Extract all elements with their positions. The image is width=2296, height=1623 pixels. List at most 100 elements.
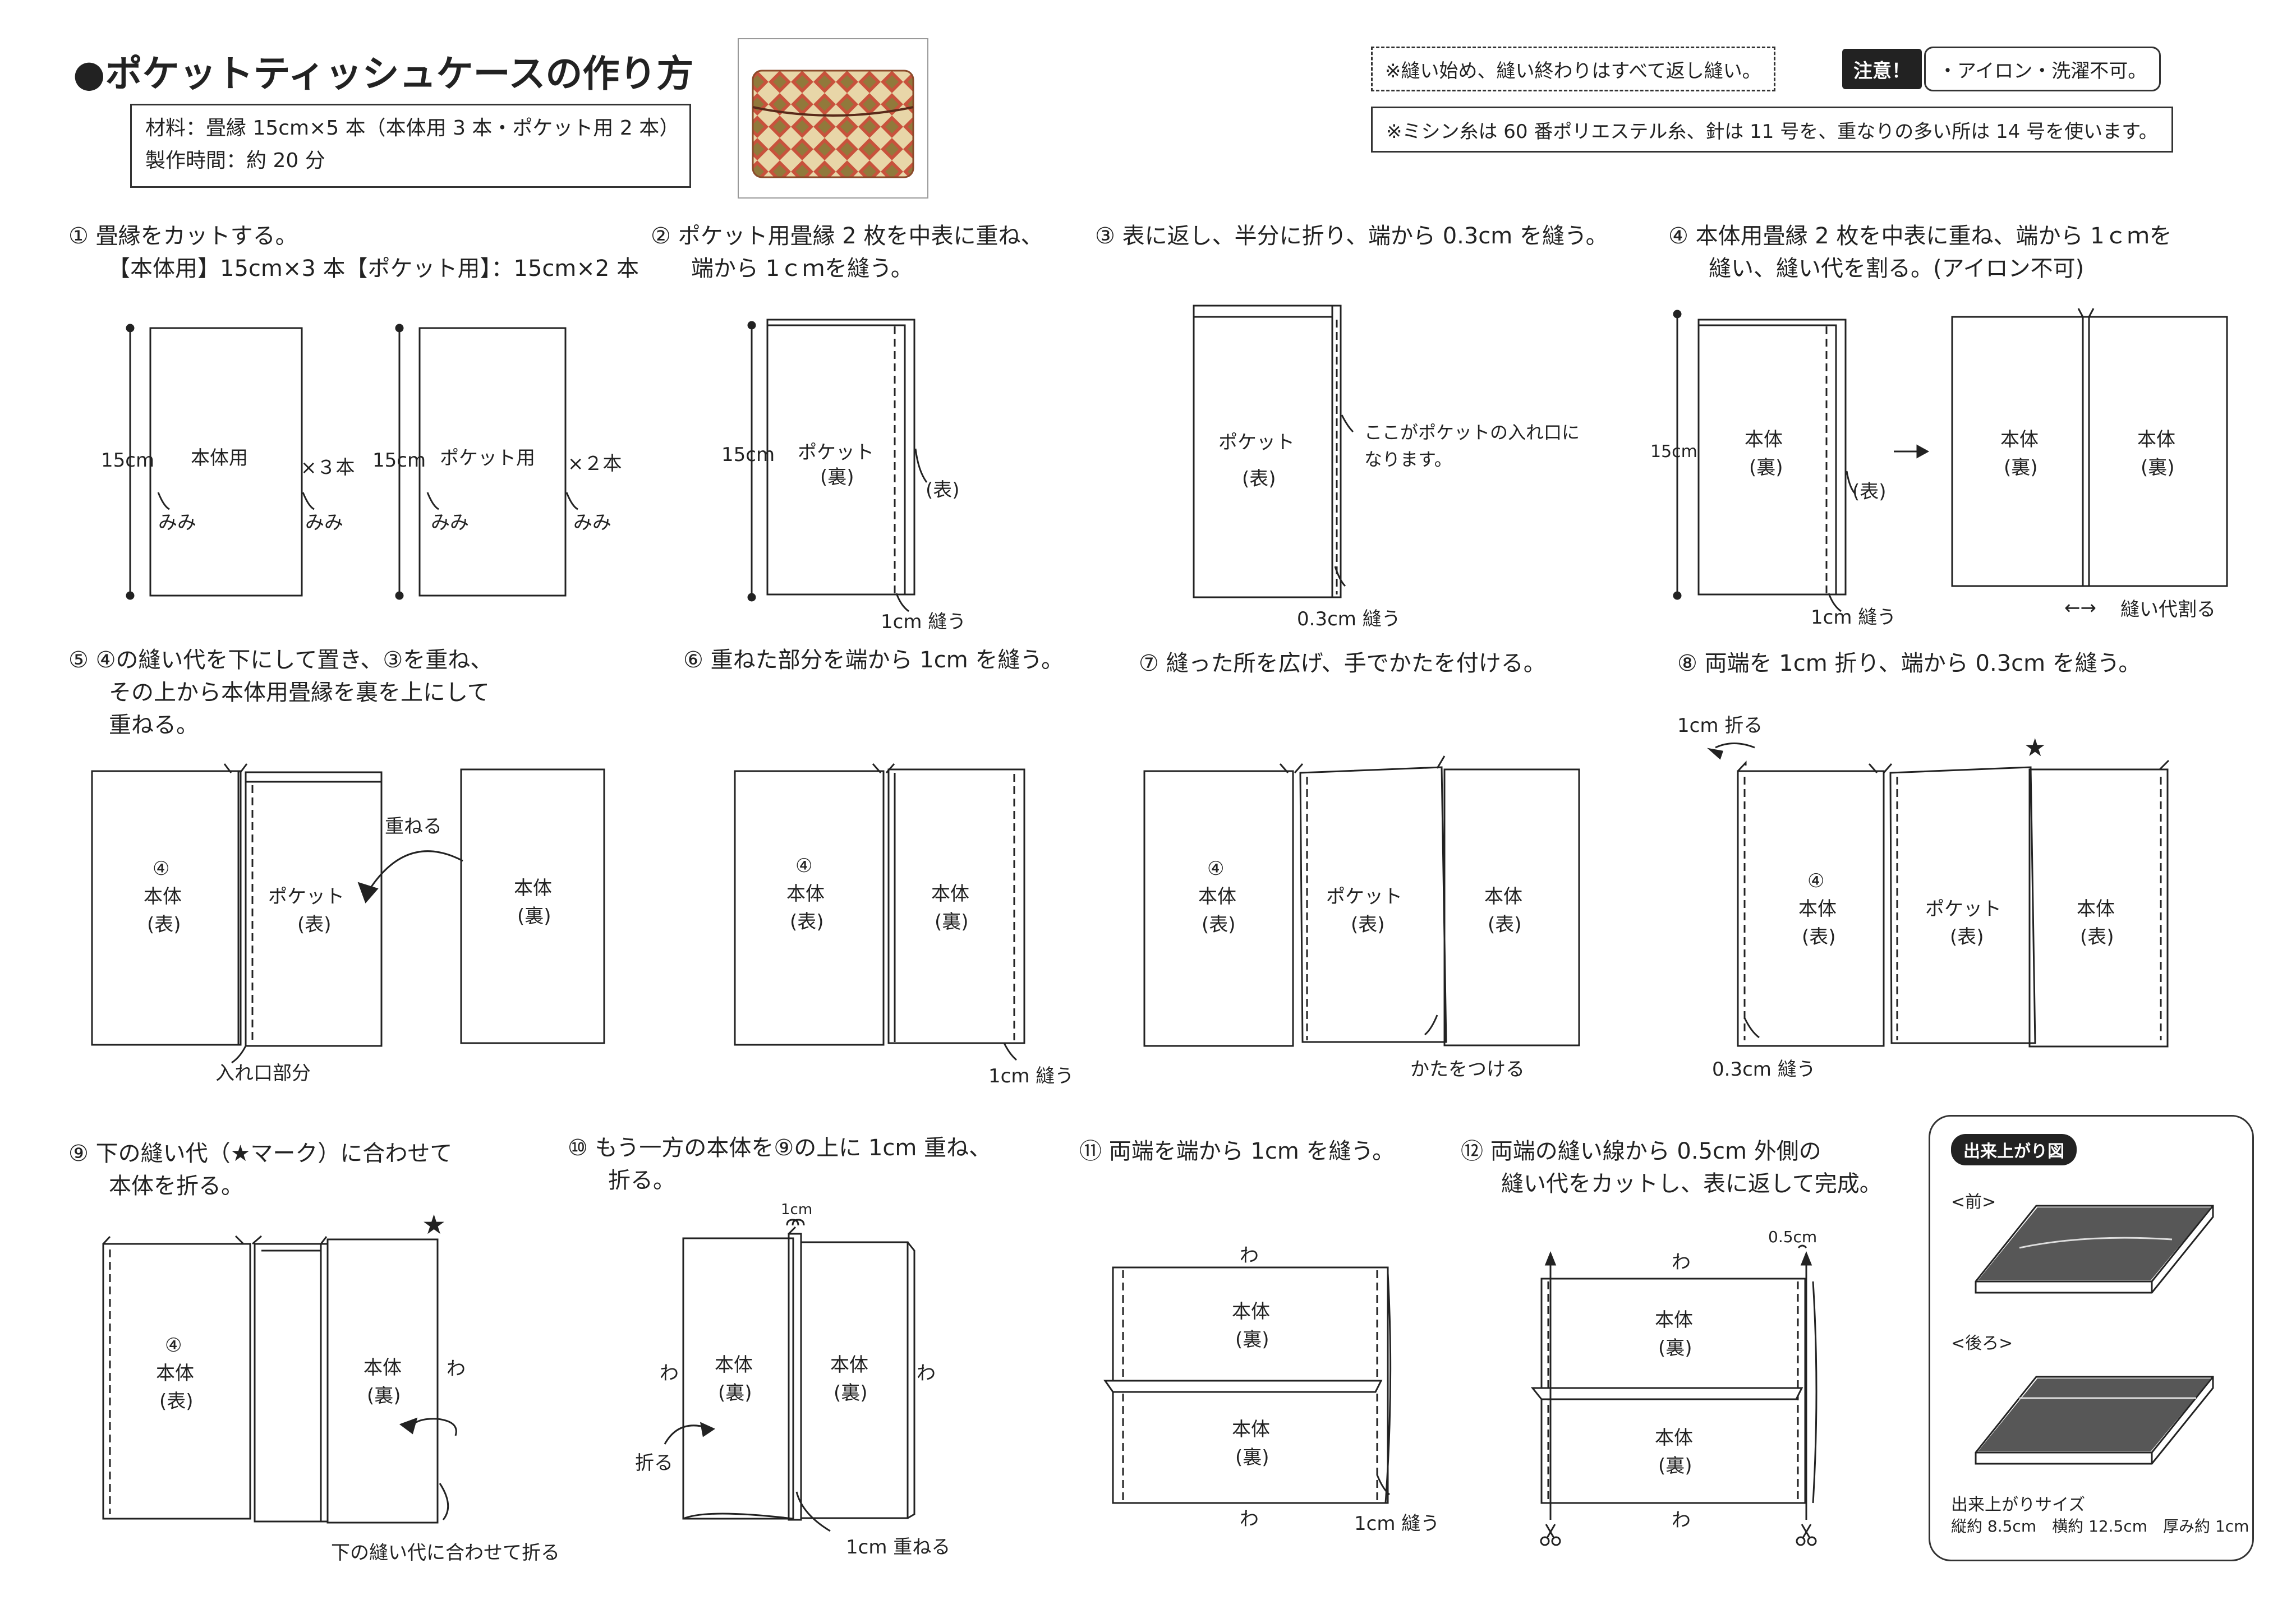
- label-wa-11a: わ: [1240, 1244, 1259, 1267]
- step-5-diagram: [91, 763, 605, 1064]
- label-ura-11a: (裏): [1235, 1329, 1269, 1351]
- label-circ4-6: ④: [795, 855, 812, 877]
- label-omote-7a: (表): [1202, 914, 1236, 936]
- label-circ4-8: ④: [1807, 870, 1824, 892]
- step-10-diagram: [664, 1219, 915, 1532]
- label-hontai-4b: 本体: [2000, 428, 2039, 451]
- label-pocket-8: ポケット: [1925, 898, 2001, 920]
- label-omote-2: (表): [926, 479, 960, 501]
- label-circ4-9: ④: [165, 1334, 182, 1357]
- label-hontai-12a: 本体: [1655, 1309, 1693, 1331]
- label-entry-2: なります。: [1364, 449, 1452, 470]
- step-10-text: ⑩ もう一方の本体を⑨の上に 1cm 重ね、折る。: [568, 1135, 992, 1193]
- label-omote-6: (表): [790, 911, 824, 933]
- step-6-text: ⑥ 重ねた部分を端から 1cm を縫う。: [683, 647, 1064, 673]
- label-hontai-5a: 本体: [144, 886, 182, 908]
- label-wa-9: わ: [447, 1358, 466, 1380]
- scissors-icon: [1796, 1524, 1817, 1546]
- label-ura-4b: (裏): [2004, 457, 2038, 479]
- label-omote-5a: (表): [147, 914, 181, 936]
- finish-front-label: <前>: [1951, 1192, 1996, 1212]
- step-2-text: ② ポケット用畳縁 2 枚を中表に重ね、端から 1ｃｍを縫う。: [651, 223, 1043, 282]
- label-fold-to: 下の縫い代に合わせて折る: [331, 1542, 560, 1564]
- label-hontai-6a: 本体: [786, 883, 825, 905]
- finish-size-label: 出来上がりサイズ: [1951, 1495, 2086, 1515]
- label-hontai-4a: 本体: [1745, 428, 1783, 451]
- step-11-text: ⑪ 両端を端から 1cm を縫う。: [1079, 1138, 1395, 1164]
- step-4-text: ④ 本体用畳縁 2 枚を中表に重ね、端から 1ｃｍを縫い、縫い代を割る。(アイロ…: [1668, 223, 2172, 282]
- step-3-diagram: [1193, 305, 1354, 598]
- label-omote-7b: (表): [1351, 914, 1385, 936]
- label-hontai-12b: 本体: [1655, 1427, 1693, 1449]
- label-omote-5b: (表): [297, 914, 332, 936]
- label-sew1-2: 1cm 縫う: [881, 611, 966, 633]
- finish-heading: 出来上がり図: [1951, 1134, 2077, 1165]
- step-12-text: ⑫ 両端の縫い線から 0.5cm 外側の縫い代をカットし、表に返して完成。: [1461, 1138, 1882, 1197]
- label-wa-10a: わ: [660, 1362, 679, 1385]
- label-ura-10a: (裏): [718, 1382, 752, 1404]
- label-hontai-9b: 本体: [364, 1357, 402, 1379]
- step-2-diagram: [747, 319, 928, 612]
- label-entry-1: ここがポケットの入れ口に: [1364, 422, 1580, 443]
- finish-box: [1929, 1115, 2254, 1561]
- label-katawo: かたをつける: [1410, 1058, 1525, 1081]
- label-mimi-a: みみ: [158, 511, 196, 534]
- label-ura-10b: (裏): [834, 1382, 868, 1404]
- step-11-diagram: [1103, 1266, 1392, 1504]
- label-hontai-7c: 本体: [1484, 886, 1522, 908]
- step-7-text: ⑦ 縫った所を広げ、手でかたを付ける。: [1139, 651, 1546, 676]
- step-8-diagram: [1707, 743, 2170, 1048]
- label-kasaneru: 重ねる: [385, 815, 442, 838]
- label-hontai-6b: 本体: [931, 883, 969, 905]
- label-circ4-7: ④: [1207, 857, 1224, 880]
- label-ori: 折る: [635, 1452, 673, 1474]
- materials-box: 材料：畳縁 15cm×5 本（本体用 3 本・ポケット用 2 本） 製作時間：約…: [130, 104, 691, 188]
- label-ura-2: (裏): [820, 466, 854, 488]
- label-mimi-b: みみ: [305, 511, 343, 534]
- label-sew03-8: 0.3cm 縫う: [1712, 1058, 1816, 1081]
- label-hontai-9a: 本体: [156, 1362, 194, 1385]
- label-ura-12b: (裏): [1658, 1455, 1692, 1477]
- label-pocketyou: ポケット用: [440, 447, 535, 469]
- star-icon: ★: [2024, 734, 2046, 762]
- production-time: 製作時間：約 20 分: [145, 149, 325, 172]
- label-hontai-10b: 本体: [830, 1354, 868, 1376]
- product-photo: [738, 38, 928, 199]
- label-15cm-b: 15cm: [372, 449, 426, 472]
- step-12-diagram: [1530, 1244, 1818, 1520]
- star-icon-9: ★: [422, 1209, 446, 1241]
- label-arrows: ←→: [2064, 597, 2096, 619]
- label-hontai-11a: 本体: [1232, 1301, 1270, 1323]
- label-hontai-11b: 本体: [1232, 1418, 1270, 1441]
- label-wa-10b: わ: [917, 1362, 936, 1385]
- label-1cm-10: 1cm: [781, 1201, 812, 1218]
- label-ura-12a: (裏): [1658, 1337, 1692, 1359]
- step-1-diagram: [126, 324, 578, 600]
- label-seam-open: 縫い代割る: [2120, 598, 2216, 621]
- label-15cm-c: 15cm: [721, 444, 775, 466]
- label-pocket-5: ポケット: [268, 886, 344, 908]
- label-sew1-6: 1cm 縫う: [988, 1065, 1074, 1087]
- step-8-text: ⑧ 両端を 1cm 折り、端から 0.3cm を縫う。: [1677, 651, 2141, 676]
- label-05cm: 0.5cm: [1768, 1228, 1817, 1246]
- step-6-diagram: [734, 763, 1025, 1061]
- label-sew1-4: 1cm 縫う: [1811, 606, 1896, 629]
- label-sew1-11: 1cm 縫う: [1354, 1513, 1439, 1535]
- label-hontai-4c: 本体: [2137, 428, 2175, 451]
- label-omote-9: (表): [159, 1390, 194, 1413]
- backstitch-note: ※縫い始め、縫い終わりはすべて返し縫い。: [1371, 47, 1775, 91]
- label-omote-3: (表): [1242, 468, 1276, 490]
- label-hontai-7a: 本体: [1198, 886, 1236, 908]
- label-mimi-d: みみ: [573, 511, 611, 534]
- label-hontai-8c: 本体: [2077, 898, 2115, 920]
- label-ura-4c: (裏): [2141, 457, 2175, 479]
- label-iriguchi: 入れ口部分: [215, 1062, 311, 1085]
- label-pocket-2: ポケット: [798, 441, 874, 464]
- caution-badge: 注意！: [1842, 49, 1922, 89]
- label-hontaiyou: 本体用: [191, 447, 248, 469]
- label-sew03-3: 0.3cm 縫う: [1297, 608, 1401, 630]
- label-omote-7c: (表): [1488, 914, 1522, 936]
- finish-fill: [1978, 1207, 2211, 1451]
- step-1-text: ① 畳縁をカットする。【本体用】15cm×3 本【ポケット用】：15cm×2 本: [68, 223, 639, 282]
- label-hontai-10a: 本体: [715, 1354, 753, 1376]
